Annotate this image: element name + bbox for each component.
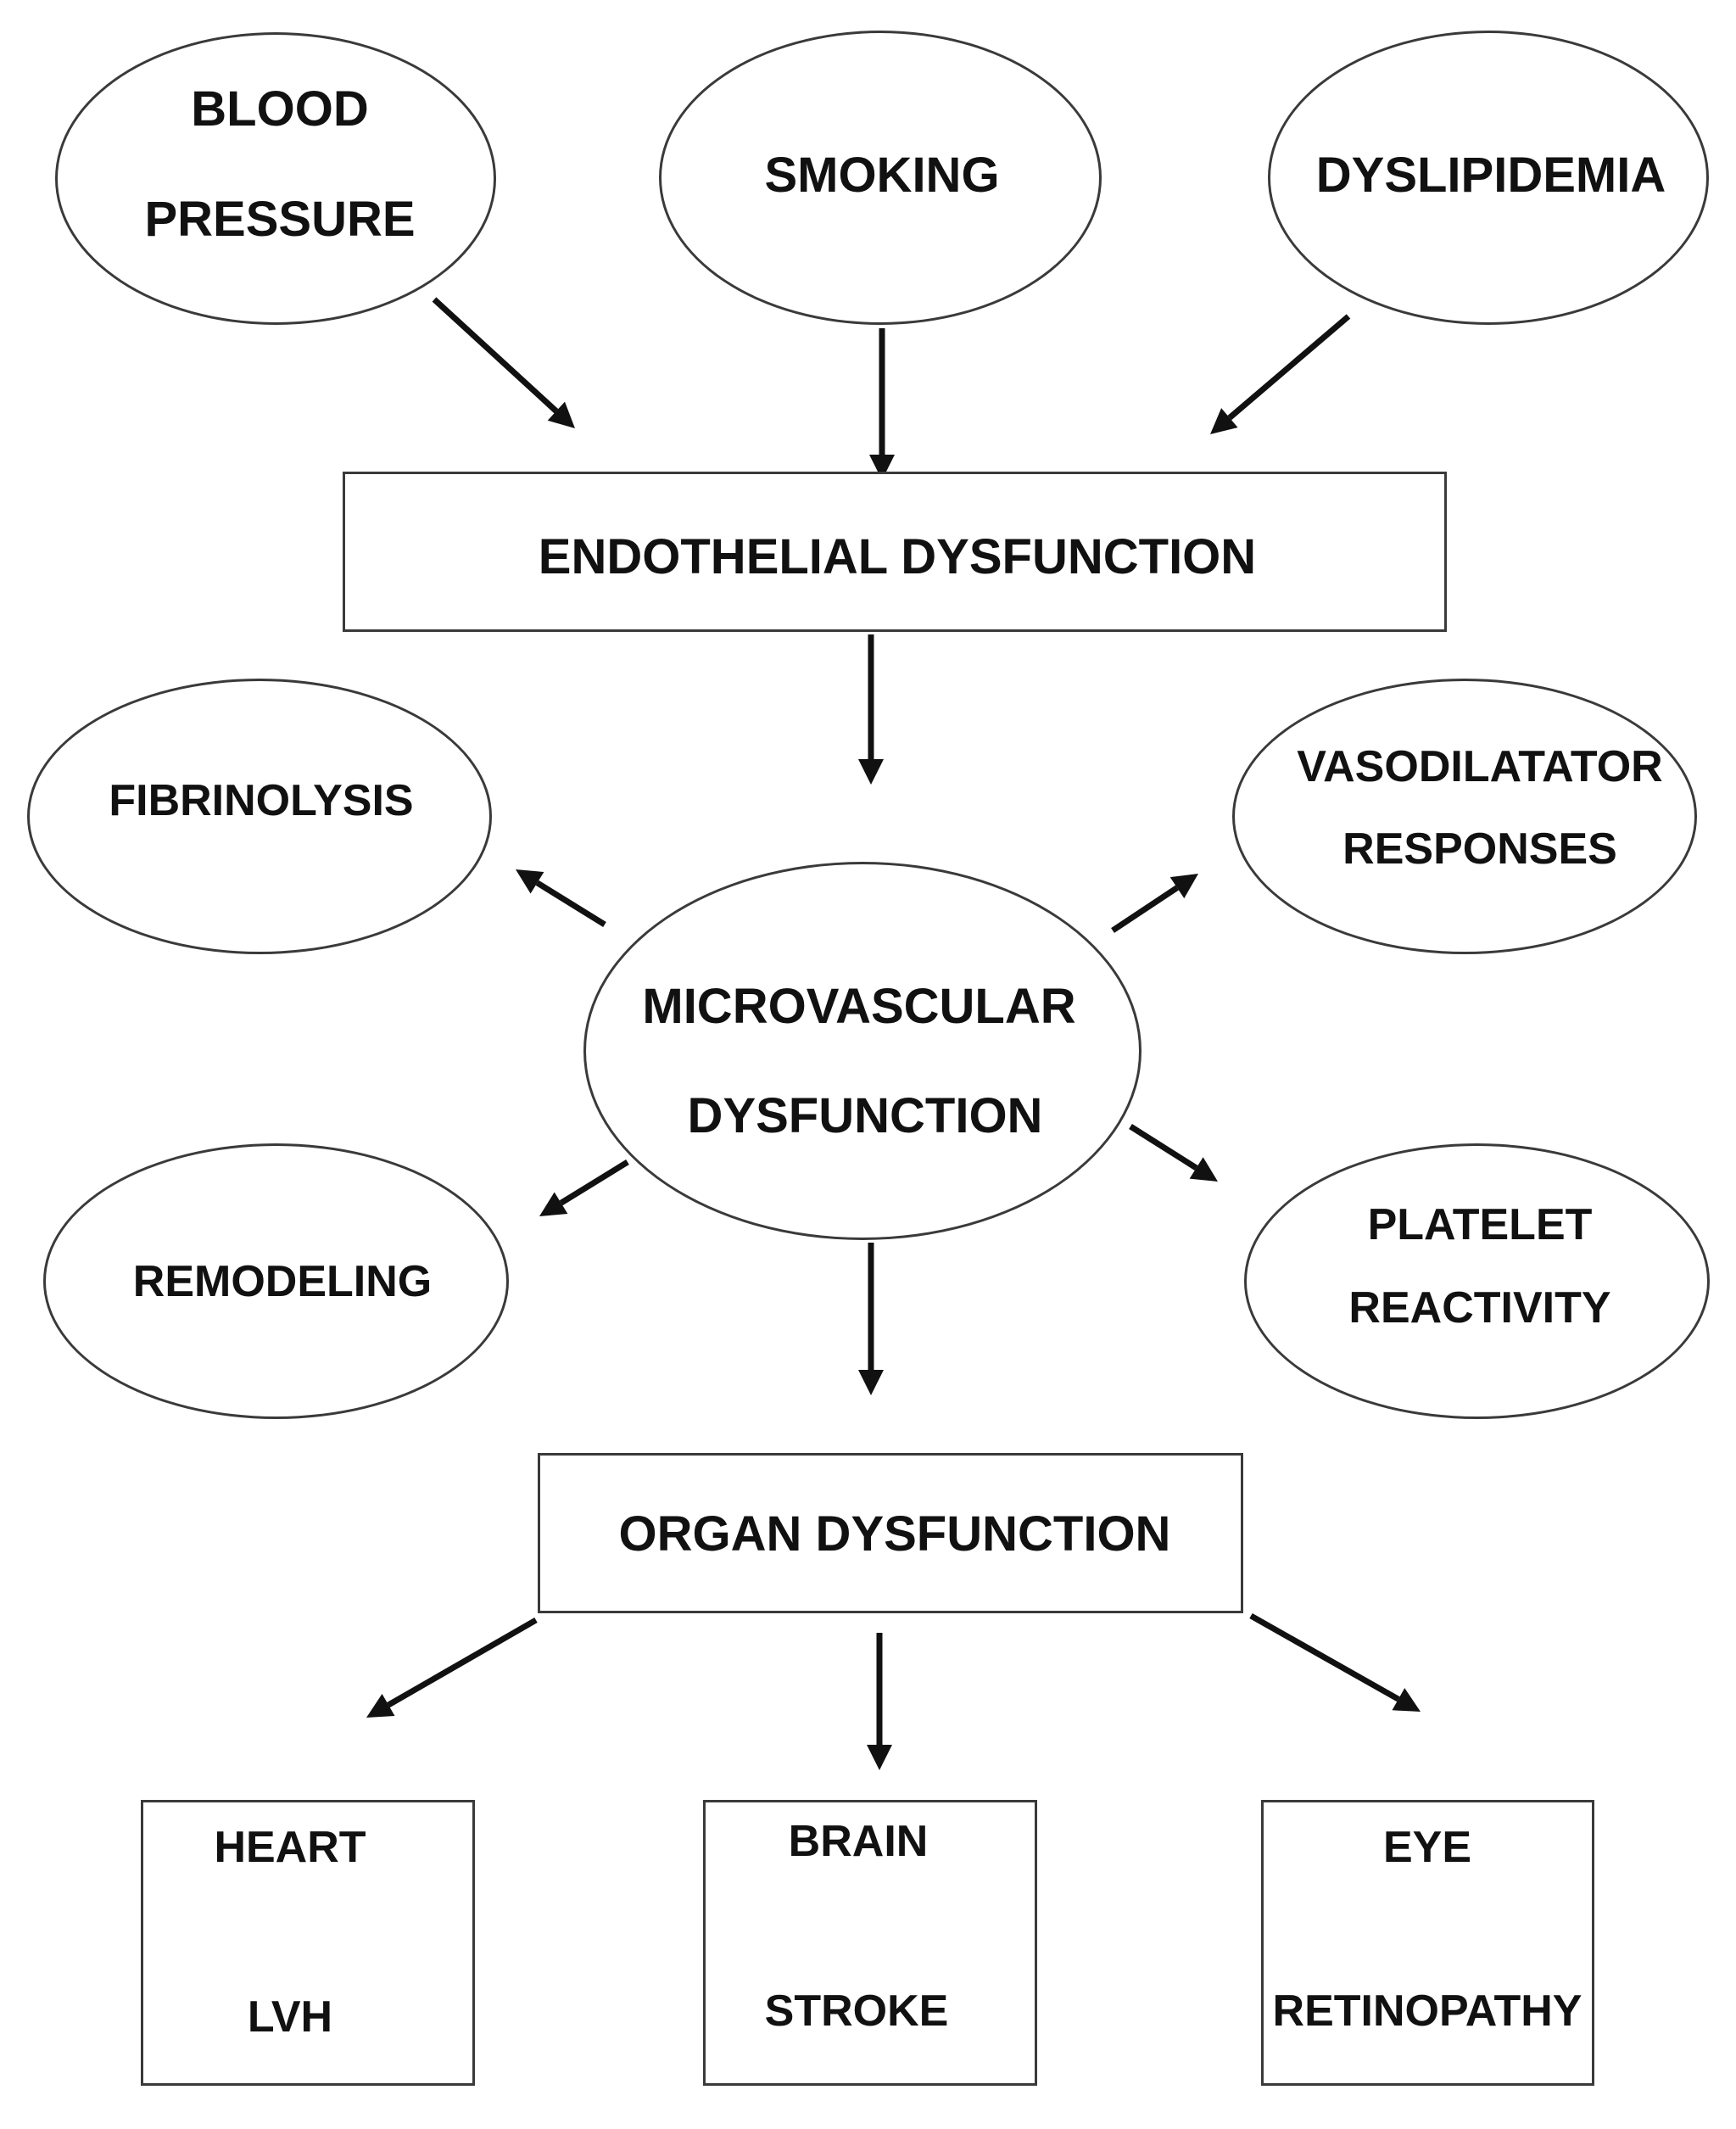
lvh-label: LVH bbox=[247, 1992, 333, 2042]
blood-pressure-label-line1: BLOOD bbox=[191, 81, 369, 137]
stroke-label: STROKE bbox=[764, 1987, 949, 2036]
arrow-blood-pressure-to-endothelial-head bbox=[547, 401, 575, 428]
retinopathy-label: RETINOPATHY bbox=[1272, 1987, 1582, 2036]
blood-pressure-label-line2: PRESSURE bbox=[144, 192, 416, 247]
arrow-blood-pressure-to-endothelial-shaft bbox=[432, 297, 559, 414]
eye-label: EYE bbox=[1382, 1823, 1472, 1872]
heart-box bbox=[141, 1800, 475, 2086]
arrow-organ-to-brain-head bbox=[867, 1745, 892, 1770]
eye-box bbox=[1261, 1800, 1594, 2086]
arrow-organ-to-brain bbox=[867, 1633, 892, 1770]
vasodilatator-label-line2: RESPONSES bbox=[1342, 824, 1617, 874]
microvascular-label-line1: MICROVASCULAR bbox=[642, 979, 1076, 1034]
platelet-label-line2: REACTIVITY bbox=[1348, 1283, 1611, 1333]
arrow-dyslipidemia-to-endothelial-shaft bbox=[1227, 314, 1351, 421]
arrow-organ-to-eye bbox=[1249, 1612, 1421, 1712]
fibrinolysis-label: FIBRINOLYSIS bbox=[109, 776, 414, 825]
arrow-microvascular-to-remodeling bbox=[539, 1159, 629, 1216]
arrow-blood-pressure-to-endothelial bbox=[432, 297, 575, 428]
smoking-node bbox=[659, 31, 1102, 325]
arrow-microvascular-to-platelet-shaft bbox=[1129, 1124, 1198, 1171]
fibrinolysis-node bbox=[27, 679, 492, 954]
arrow-microvascular-to-fibrinolysis bbox=[516, 869, 606, 927]
arrow-organ-to-eye-head bbox=[1392, 1688, 1421, 1712]
arrow-endothelial-to-microvascular bbox=[858, 634, 884, 785]
brain-box bbox=[703, 1800, 1037, 2086]
arrow-microvascular-to-organ-head bbox=[858, 1370, 884, 1395]
arrow-microvascular-to-remodeling-head bbox=[539, 1192, 568, 1216]
remodeling-label: REMODELING bbox=[132, 1257, 433, 1306]
vasodilatator-label-line1: VASODILATATOR bbox=[1297, 742, 1663, 791]
blood-pressure-node bbox=[55, 32, 496, 325]
arrow-smoking-to-endothelial-head bbox=[869, 455, 895, 480]
brain-label: BRAIN bbox=[788, 1817, 929, 1866]
dyslipidemia-node bbox=[1268, 31, 1709, 325]
organ-dysfunction-label: ORGAN DYSFUNCTION bbox=[618, 1506, 1171, 1562]
arrow-microvascular-to-vasodilatator bbox=[1111, 874, 1198, 933]
arrow-microvascular-to-platelet-head bbox=[1189, 1157, 1218, 1182]
microvascular-dysfunction-node bbox=[583, 862, 1142, 1240]
smoking-label: SMOKING bbox=[764, 148, 1000, 203]
arrow-organ-to-eye-shaft bbox=[1249, 1612, 1400, 1702]
arrow-microvascular-to-vasodilatator-head bbox=[1169, 874, 1198, 899]
microvascular-label-line2: DYSFUNCTION bbox=[687, 1088, 1043, 1143]
arrow-organ-to-heart-head bbox=[366, 1694, 395, 1718]
arrow-microvascular-to-fibrinolysis-head bbox=[516, 869, 544, 894]
heart-label: HEART bbox=[214, 1823, 366, 1872]
arrow-microvascular-to-remodeling-shaft bbox=[559, 1159, 629, 1206]
endothelial-dysfunction-label: ENDOTHELIAL DYSFUNCTION bbox=[538, 529, 1257, 584]
arrow-dyslipidemia-to-endothelial-head bbox=[1210, 408, 1238, 434]
arrow-organ-to-heart-shaft bbox=[387, 1617, 538, 1708]
organ-dysfunction-box bbox=[538, 1453, 1243, 1613]
arrow-smoking-to-endothelial bbox=[869, 328, 895, 480]
platelet-reactivity-node bbox=[1244, 1143, 1710, 1419]
dyslipidemia-label: DYSLIPIDEMIA bbox=[1315, 148, 1666, 203]
arrow-endothelial-to-microvascular-head bbox=[858, 759, 884, 785]
arrow-organ-to-heart bbox=[366, 1617, 538, 1718]
vasodilatator-responses-node bbox=[1232, 679, 1697, 954]
arrow-microvascular-to-fibrinolysis-shaft bbox=[535, 880, 606, 927]
endothelial-dysfunction-box bbox=[343, 472, 1447, 632]
arrow-microvascular-to-organ bbox=[858, 1243, 884, 1395]
remodeling-node bbox=[43, 1143, 509, 1419]
platelet-label-line1: PLATELET bbox=[1367, 1200, 1593, 1249]
arrow-microvascular-to-platelet bbox=[1129, 1124, 1218, 1182]
arrow-microvascular-to-vasodilatator-shaft bbox=[1111, 885, 1179, 933]
arrow-dyslipidemia-to-endothelial bbox=[1210, 314, 1351, 434]
